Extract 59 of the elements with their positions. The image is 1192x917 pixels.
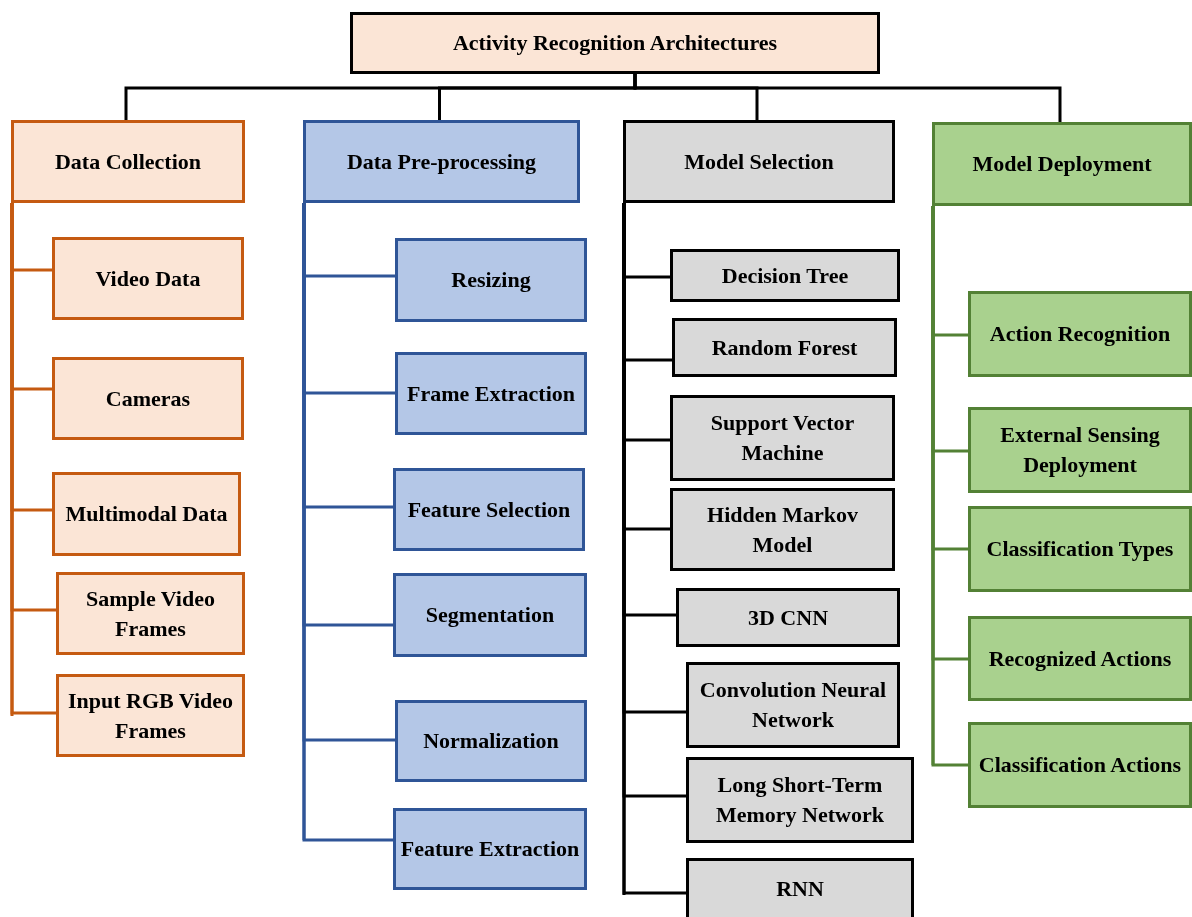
item-box bbox=[393, 808, 587, 890]
item-box bbox=[968, 291, 1192, 377]
box-label: Model Deployment bbox=[972, 150, 1152, 178]
box-label: Input RGB Video Frames bbox=[66, 686, 235, 745]
item-box bbox=[968, 722, 1192, 808]
item-box bbox=[968, 506, 1192, 592]
item-box bbox=[395, 700, 587, 782]
item-box bbox=[676, 588, 900, 647]
item-box bbox=[393, 468, 585, 551]
box-label: Support Vector Machine bbox=[709, 409, 856, 467]
item-box bbox=[672, 318, 897, 377]
item-box bbox=[968, 616, 1192, 701]
box-label: Segmentation bbox=[425, 601, 555, 629]
box-label: External Sensing Deployment bbox=[999, 421, 1161, 479]
item-box bbox=[52, 472, 241, 556]
title-box bbox=[350, 12, 880, 74]
box-label: Feature Selection bbox=[407, 495, 571, 524]
item-box bbox=[56, 572, 245, 655]
box-label: Cameras bbox=[105, 384, 191, 413]
box-label: 3D CNN bbox=[747, 603, 829, 632]
item-box bbox=[395, 352, 587, 435]
box-label: Convolution Neural Network bbox=[698, 676, 888, 734]
box-label: Data Collection bbox=[55, 147, 201, 176]
item-box bbox=[670, 249, 900, 302]
box-label: Model Selection bbox=[684, 147, 834, 176]
box-label: Action Recognition bbox=[989, 320, 1171, 348]
box-label: Classification Types bbox=[986, 535, 1174, 563]
connector-line bbox=[633, 74, 1062, 122]
box-label: Decision Tree bbox=[721, 261, 849, 290]
item-box bbox=[52, 357, 244, 440]
box-label: Activity Recognition Architectures bbox=[452, 29, 778, 57]
item-box bbox=[670, 488, 895, 571]
item-box bbox=[686, 858, 914, 917]
item-box bbox=[52, 237, 244, 320]
category-box bbox=[303, 120, 580, 203]
box-label: Normalization bbox=[423, 727, 559, 755]
item-box bbox=[968, 407, 1192, 493]
box-label: Multimodal Data bbox=[65, 500, 228, 528]
category-box bbox=[11, 120, 245, 203]
box-label: Feature Extraction bbox=[400, 835, 580, 863]
category-box bbox=[932, 122, 1192, 206]
item-box bbox=[393, 573, 587, 657]
box-label: Resizing bbox=[451, 266, 531, 294]
item-box bbox=[56, 674, 245, 757]
item-box bbox=[395, 238, 587, 322]
box-label: Data Pre-processing bbox=[346, 147, 537, 176]
box-label: Long Short-Term Memory Network bbox=[715, 771, 885, 829]
item-box bbox=[670, 395, 895, 481]
box-label: RNN bbox=[776, 875, 824, 903]
box-label: Random Forest bbox=[711, 333, 858, 362]
box-label: Frame Extraction bbox=[407, 379, 575, 408]
box-label: Recognized Actions bbox=[988, 644, 1172, 673]
box-label: Classification Actions bbox=[978, 751, 1182, 779]
box-label: Hidden Markov Model bbox=[706, 500, 859, 559]
category-box bbox=[623, 120, 895, 203]
item-box bbox=[686, 662, 900, 748]
box-label: Video Data bbox=[95, 264, 201, 293]
item-box bbox=[686, 757, 914, 843]
box-label: Sample Video Frames bbox=[85, 584, 216, 643]
